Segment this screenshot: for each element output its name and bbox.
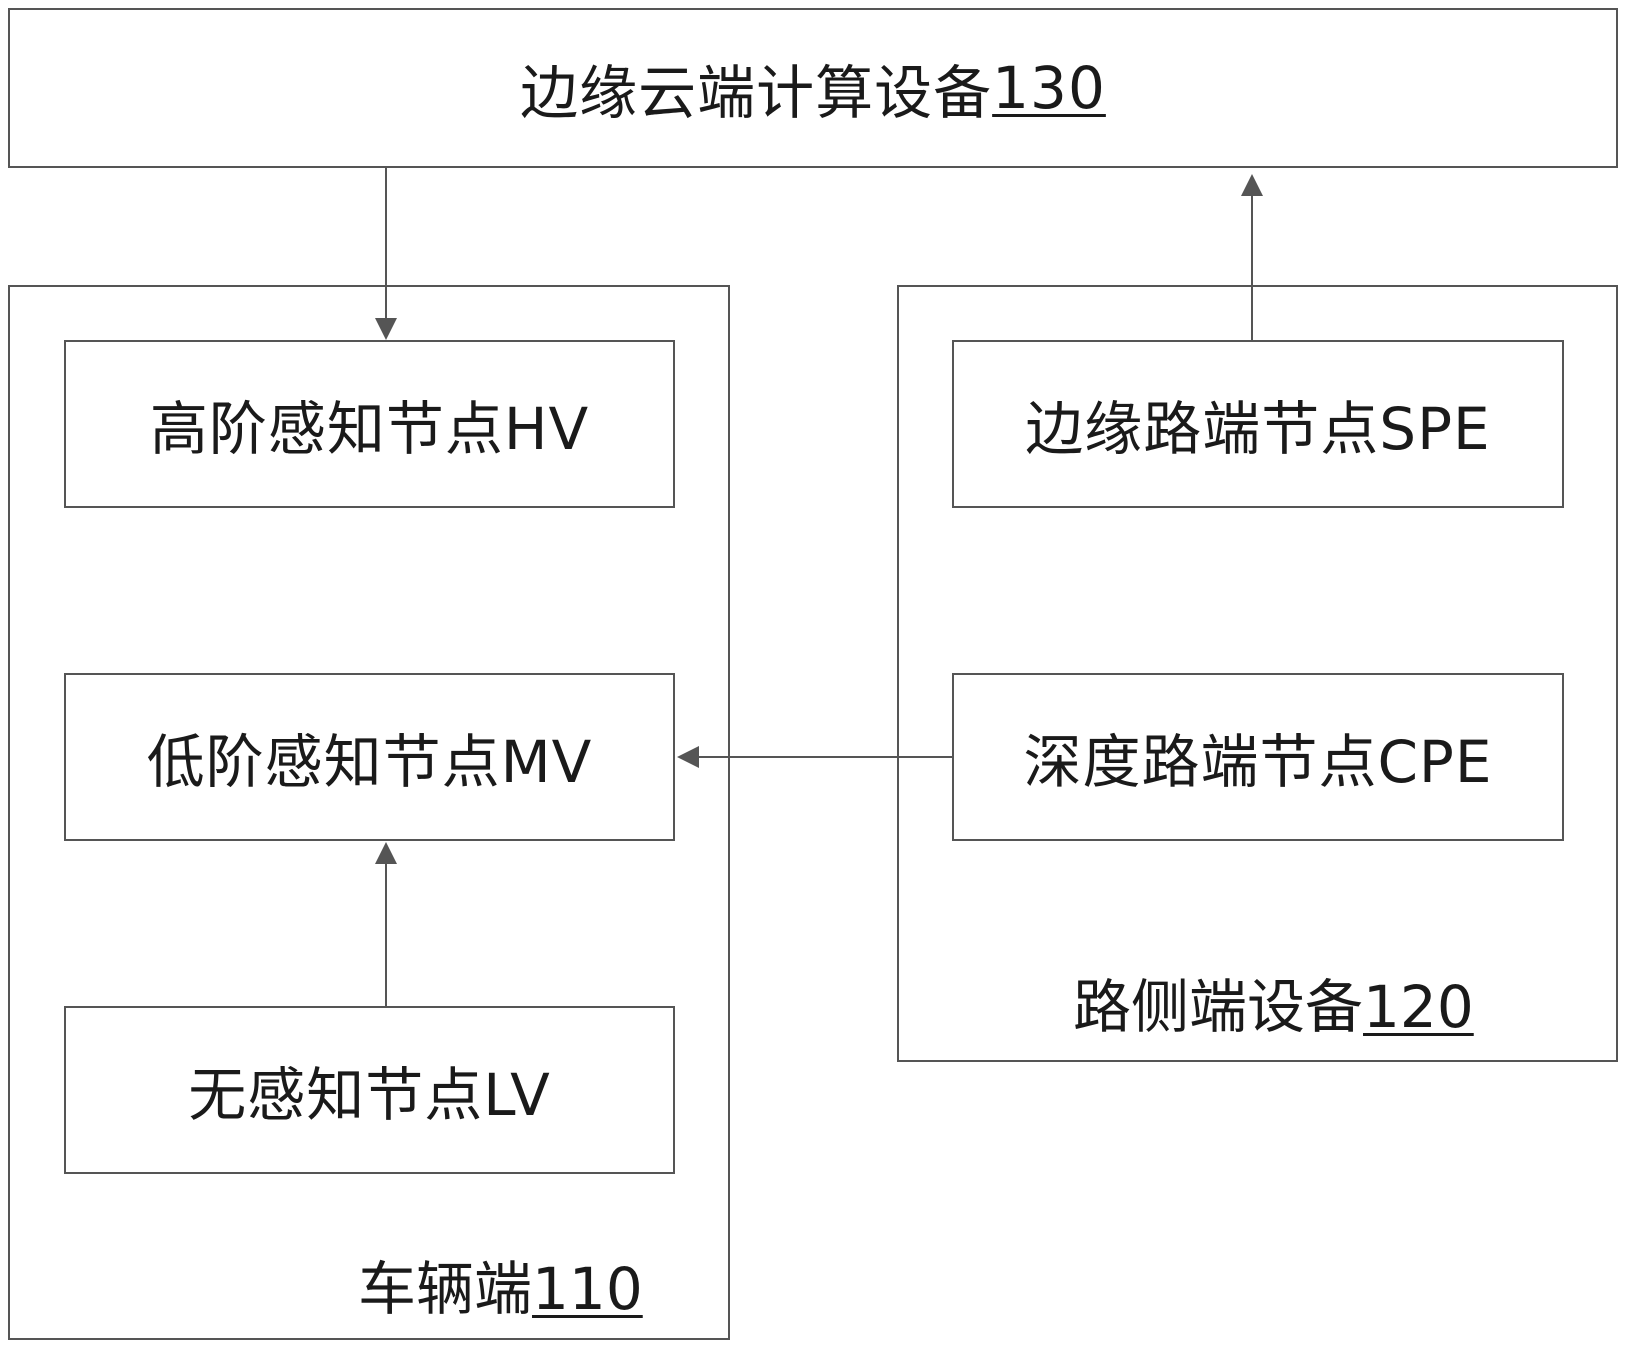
deep-roadside-node: 深度路端节点CPE	[952, 673, 1564, 841]
low-order-perception-node: 低阶感知节点MV	[64, 673, 675, 841]
high-order-perception-node: 高阶感知节点HV	[64, 340, 675, 508]
edge-cloud-ref: 130	[992, 54, 1106, 122]
edge-roadside-node: 边缘路端节点SPE	[952, 340, 1564, 508]
no-perception-node-label: 无感知节点LV	[188, 1061, 551, 1129]
no-perception-node: 无感知节点LV	[64, 1006, 675, 1174]
roadside-label: 路侧端设备120	[1073, 960, 1474, 1044]
low-order-node-label: 低阶感知节点MV	[146, 728, 593, 796]
roadside-name: 路侧端设备	[1073, 973, 1364, 1041]
vehicle-side-label: 车辆端110	[358, 1242, 643, 1326]
edge-cloud-label: 边缘云端计算设备	[520, 59, 993, 127]
vehicle-side-name: 车辆端	[358, 1255, 533, 1323]
edge-roadside-node-label: 边缘路端节点SPE	[1025, 395, 1491, 463]
roadside-ref: 120	[1363, 973, 1474, 1041]
high-order-node-label: 高阶感知节点HV	[149, 395, 590, 463]
deep-roadside-node-label: 深度路端节点CPE	[1023, 728, 1493, 796]
vehicle-side-ref: 110	[532, 1255, 643, 1323]
